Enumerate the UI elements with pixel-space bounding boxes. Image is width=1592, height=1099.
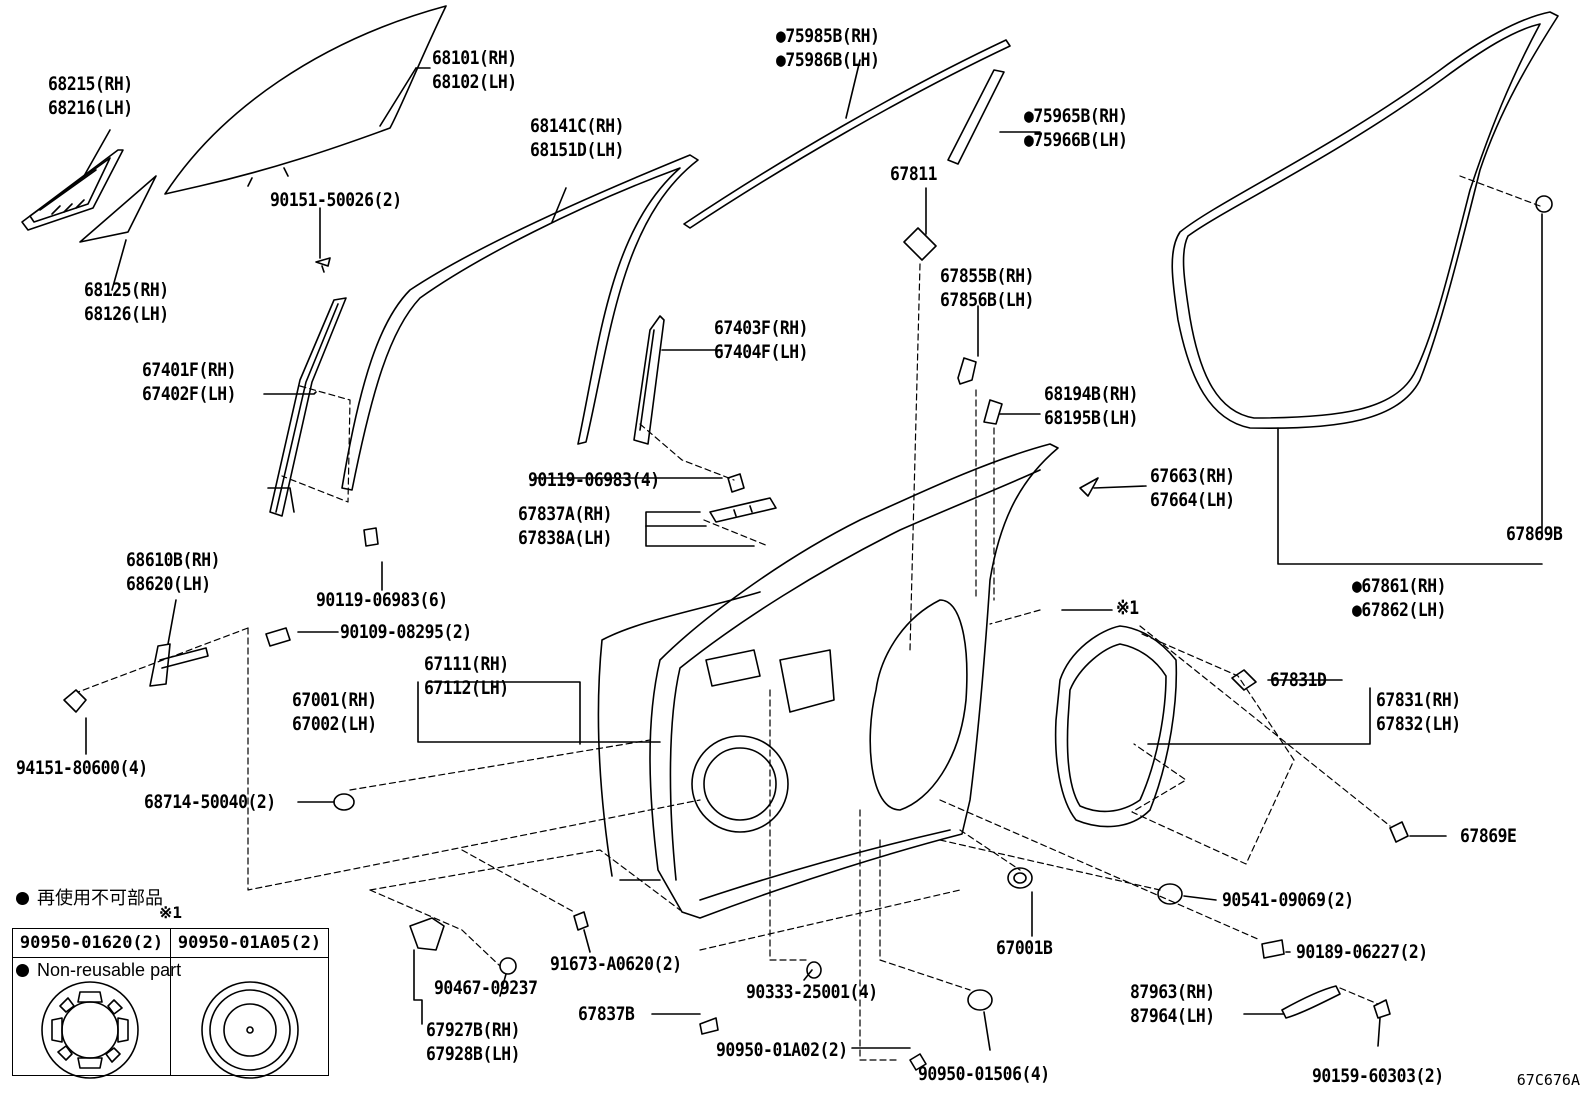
bolt-90467: [499, 957, 517, 975]
label-note1: ※1: [1116, 597, 1139, 619]
label-67663: 67663(RH)67664(LH): [1150, 465, 1235, 511]
door-check: [149, 643, 209, 687]
bracket-68194B: [983, 399, 1003, 425]
plug-68714: [333, 793, 355, 811]
label-68194B: 68194B(RH)68195B(LH): [1044, 383, 1139, 429]
label-90467: 90467-09237: [434, 977, 538, 999]
label-67401F: 67401F(RH)67402F(LH): [142, 359, 237, 405]
label-68714: 68714-50040(2): [144, 791, 276, 813]
plug-90950-01A05: [201, 981, 299, 1079]
note-table-mark: ※1: [159, 903, 183, 922]
garnish-75965B: [947, 69, 1005, 165]
screw-90151: [315, 257, 331, 273]
leader-lines: [83, 59, 1543, 1051]
nut-94151: [63, 689, 87, 713]
quarter-glass-lower: [79, 175, 157, 243]
hinge-67855B: [957, 357, 977, 385]
label-67855B: 67855B(RH)67856B(LH): [940, 265, 1035, 311]
label-87963: 87963(RH)87964(LH): [1130, 981, 1215, 1027]
label-90151: 90151-50026(2): [270, 189, 402, 211]
legend-item-en: Non-reusable part: [16, 958, 181, 982]
plug-90950-01A02: [909, 1053, 927, 1071]
label-67869E: 67869E: [1460, 825, 1517, 847]
note-table-col-1: 90950-01620(2): [13, 929, 171, 1075]
label-90159: 90159-60303(2): [1312, 1065, 1444, 1087]
label-90950a: 90950-01A02(2): [716, 1039, 848, 1061]
piece-67663: [1079, 477, 1099, 497]
bolt-91673: [573, 911, 589, 931]
label-91673: 91673-A0620(2): [550, 953, 682, 975]
assembly-lines: [77, 175, 1541, 1061]
door-inner-frame: [649, 443, 1059, 919]
label-90119a: 90119-06983(4): [528, 469, 660, 491]
bracket-67837A: [709, 497, 777, 523]
label-67861: ●67861(RH)●67862(LH): [1352, 575, 1447, 621]
label-67831D: 67831D: [1270, 669, 1327, 691]
clip-90189: [1261, 939, 1285, 959]
label-90541: 90541-09069(2): [1222, 889, 1354, 911]
door-glass: [164, 5, 447, 195]
label-68215: 68215(RH)68216(LH): [48, 73, 133, 119]
note-table-header-2: 90950-01A05(2): [171, 929, 328, 958]
division-bar: [633, 315, 665, 445]
note-table: 90950-01620(2) 90950-01A05(2): [12, 928, 329, 1076]
screw-90159: [1373, 999, 1391, 1019]
bolt-90119: [363, 473, 745, 547]
clip-67869B: [1535, 195, 1553, 213]
plug-67001B: [1007, 867, 1033, 889]
label-90119b: 90119-06983(6): [316, 589, 448, 611]
plug-90950-01506: [967, 989, 993, 1011]
label-90333: 90333-25001(4): [746, 981, 878, 1003]
rear-run-channel: [267, 297, 347, 517]
label-90950b: 90950-01506(4): [918, 1063, 1050, 1085]
note-table-col-2: 90950-01A05(2): [171, 929, 328, 1075]
label-90109: 90109-08295(2): [340, 621, 472, 643]
label-67831: 67831(RH)67832(LH): [1376, 689, 1461, 735]
outer-belt-moulding: [683, 39, 1011, 229]
label-67869B: 67869B: [1506, 523, 1563, 545]
label-67837B: 67837B: [578, 1003, 635, 1025]
bullet-icon: [16, 964, 29, 977]
bullet-icon: [16, 892, 29, 905]
label-75985B: ●75985B(RH)●75986B(LH): [776, 25, 880, 71]
label-94151: 94151-80600(4): [16, 757, 148, 779]
label-68141C: 68141C(RH)68151D(LH): [530, 115, 625, 161]
label-67811: 67811: [890, 163, 938, 185]
service-hole-cover: [1054, 625, 1178, 828]
bolt-90109: [265, 627, 291, 647]
clip-67869E: [1389, 821, 1409, 843]
plug-90333: [806, 961, 822, 979]
label-68101: 68101(RH)68102(LH): [432, 47, 517, 93]
plug-90541: [1157, 883, 1183, 905]
diagram-code: 67C676A: [1516, 1071, 1580, 1089]
clip-67837B: [699, 1017, 719, 1035]
label-67837A: 67837A(RH)67838A(LH): [518, 503, 613, 549]
label-67001: 67001(RH)67002(LH): [292, 689, 377, 735]
label-90189: 90189-06227(2): [1296, 941, 1428, 963]
label-68610B: 68610B(RH)68620(LH): [126, 549, 221, 595]
legend-item-jp: 再使用不可部品: [16, 886, 181, 910]
label-67403F: 67403F(RH)67404F(LH): [714, 317, 809, 363]
legend: 再使用不可部品 Non-reusable part: [16, 838, 181, 1006]
label-68125: 68125(RH)68126(LH): [84, 279, 169, 325]
label-67111: 67111(RH)67112(LH): [424, 653, 509, 699]
label-67927B: 67927B(RH)67928B(LH): [426, 1019, 521, 1065]
glass-run: [341, 154, 699, 491]
clip-67831D: [1231, 669, 1257, 691]
switch-87963: [1281, 985, 1341, 1019]
label-75965B: ●75965B(RH)●75966B(LH): [1024, 105, 1128, 151]
bracket-67927B: [409, 917, 445, 951]
door-weatherstrip: [1171, 11, 1559, 430]
pad-67811: [903, 227, 937, 261]
label-67001B: 67001B: [996, 937, 1053, 959]
note-table-header-1: 90950-01620(2): [13, 929, 170, 958]
plug-90950-01620: [41, 981, 139, 1079]
quarter-window-glass: [21, 149, 124, 231]
